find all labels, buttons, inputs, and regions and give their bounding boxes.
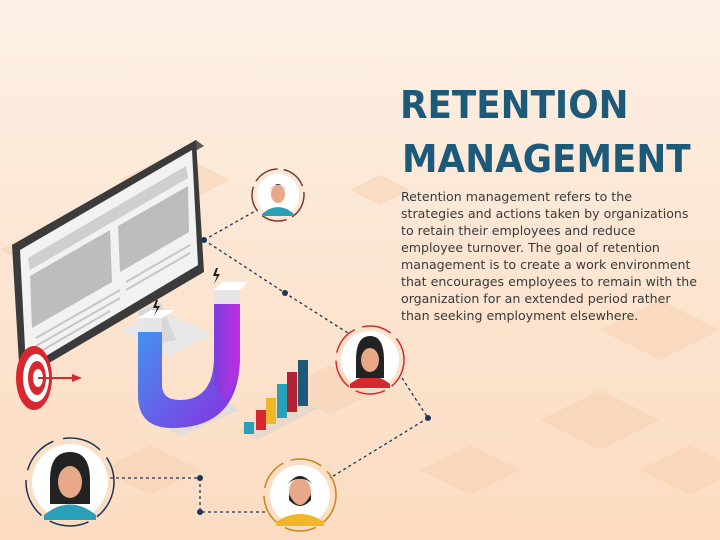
title-line-1: RETENTION [400,83,629,127]
target-icon [16,346,82,410]
title-line-2: MANAGEMENT [402,137,691,181]
avatar-woman-icon [335,325,405,395]
monitor-icon [12,140,212,380]
avatar-man-icon [251,168,305,222]
avatar-bearded-man-icon [263,458,337,532]
bar-chart-icon [240,360,318,440]
avatar-woman-large-icon [25,437,115,527]
connector-dots [197,237,431,515]
description-text: Retention management refers to the strat… [401,189,698,323]
magnet-icon [138,268,248,436]
